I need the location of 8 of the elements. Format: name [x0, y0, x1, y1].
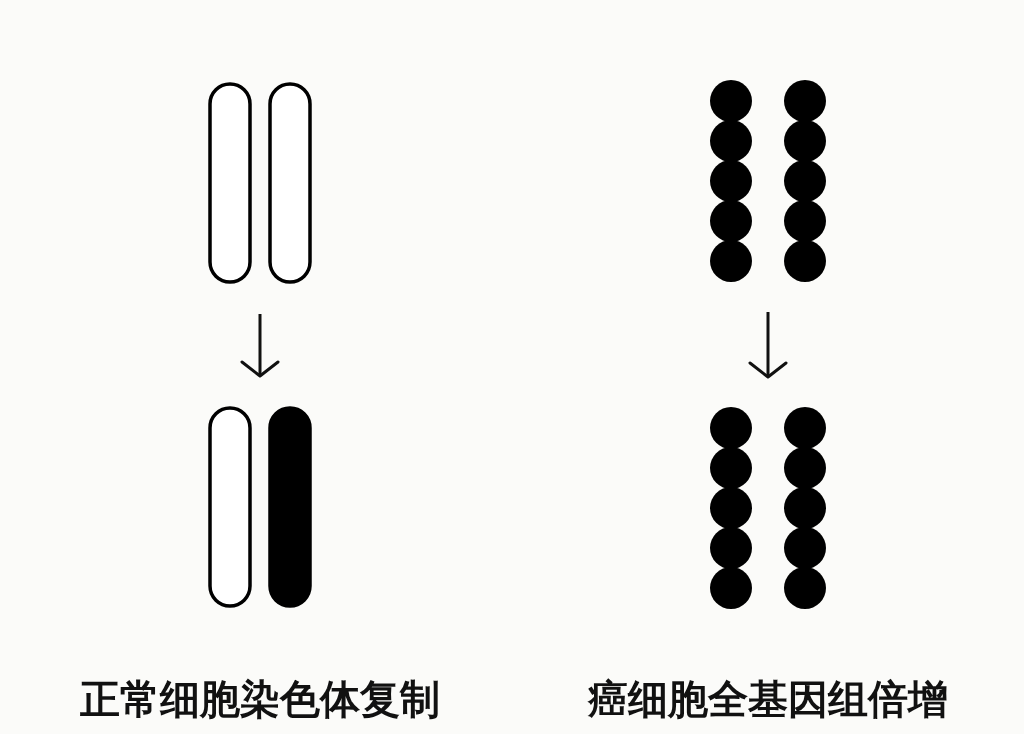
caption: 癌细胞全基因组倍增 — [588, 675, 948, 724]
caption: 正常细胞染色体复制 — [80, 675, 440, 724]
chromosome-pair-drawing — [208, 406, 312, 608]
arrow — [748, 312, 788, 379]
dot-cluster-drawing — [710, 80, 826, 282]
arrow — [240, 314, 280, 378]
chromosome-pair-drawing — [208, 82, 312, 284]
dot-cluster-drawing — [710, 407, 826, 609]
